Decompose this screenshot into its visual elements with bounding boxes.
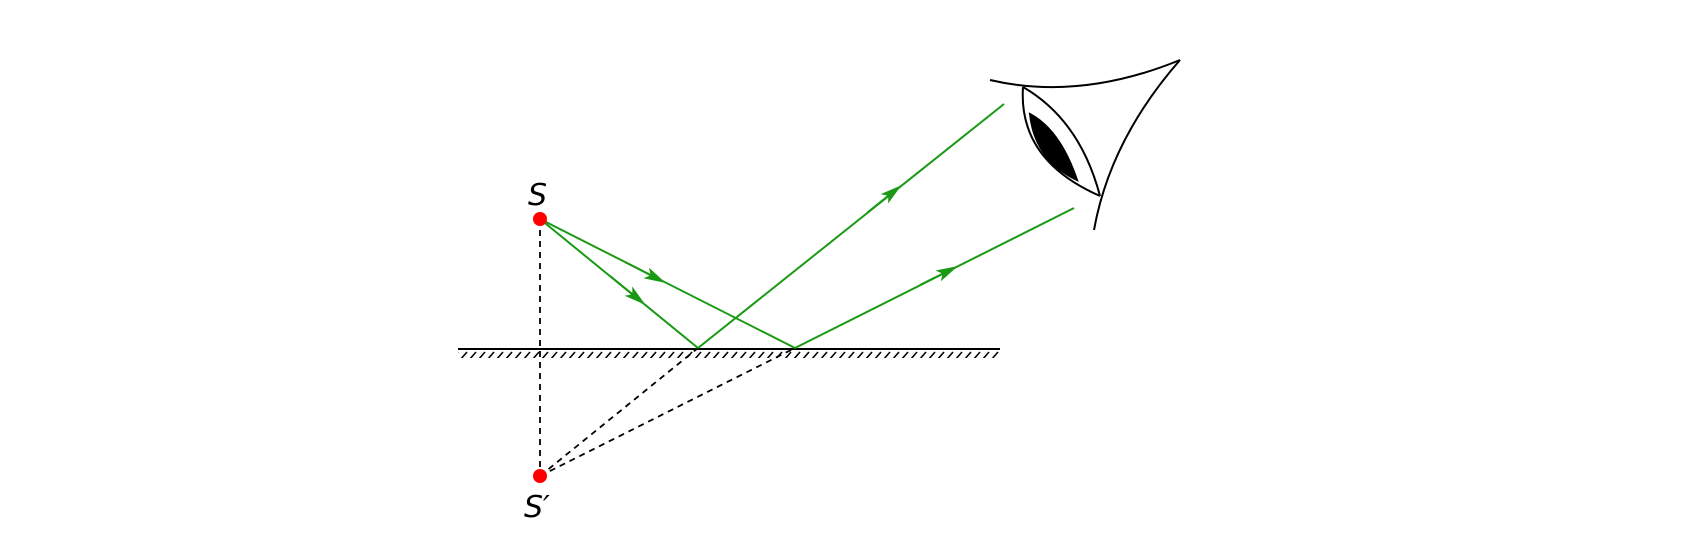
reflected-ray-1-arrow — [867, 185, 902, 213]
construction-lines — [539, 219, 796, 477]
source-point — [533, 212, 547, 226]
incident-ray-2-arrow — [624, 261, 666, 284]
light-rays — [539, 103, 1075, 349]
eye-side-contour — [1093, 59, 1181, 231]
source-label: S — [528, 178, 547, 213]
eye-icon — [989, 59, 1181, 231]
eye-upper-contour — [989, 59, 1181, 89]
incident-ray-1-arrow — [609, 275, 646, 305]
image-label: S′ — [524, 490, 550, 525]
reflected-ray-2-arrow — [919, 266, 958, 286]
reflected-ray-1 — [697, 103, 1005, 349]
virtual-ray-1 — [539, 347, 699, 477]
eye-lid-outer — [1022, 86, 1101, 197]
virtual-ray-2 — [539, 347, 796, 477]
incident-ray-2 — [539, 218, 796, 349]
mirror-hatching — [458, 349, 1000, 358]
eye-pupil — [1028, 112, 1079, 182]
image-point — [533, 469, 547, 483]
mirror — [458, 348, 1000, 358]
eye-lid-inner — [1021, 86, 1101, 197]
